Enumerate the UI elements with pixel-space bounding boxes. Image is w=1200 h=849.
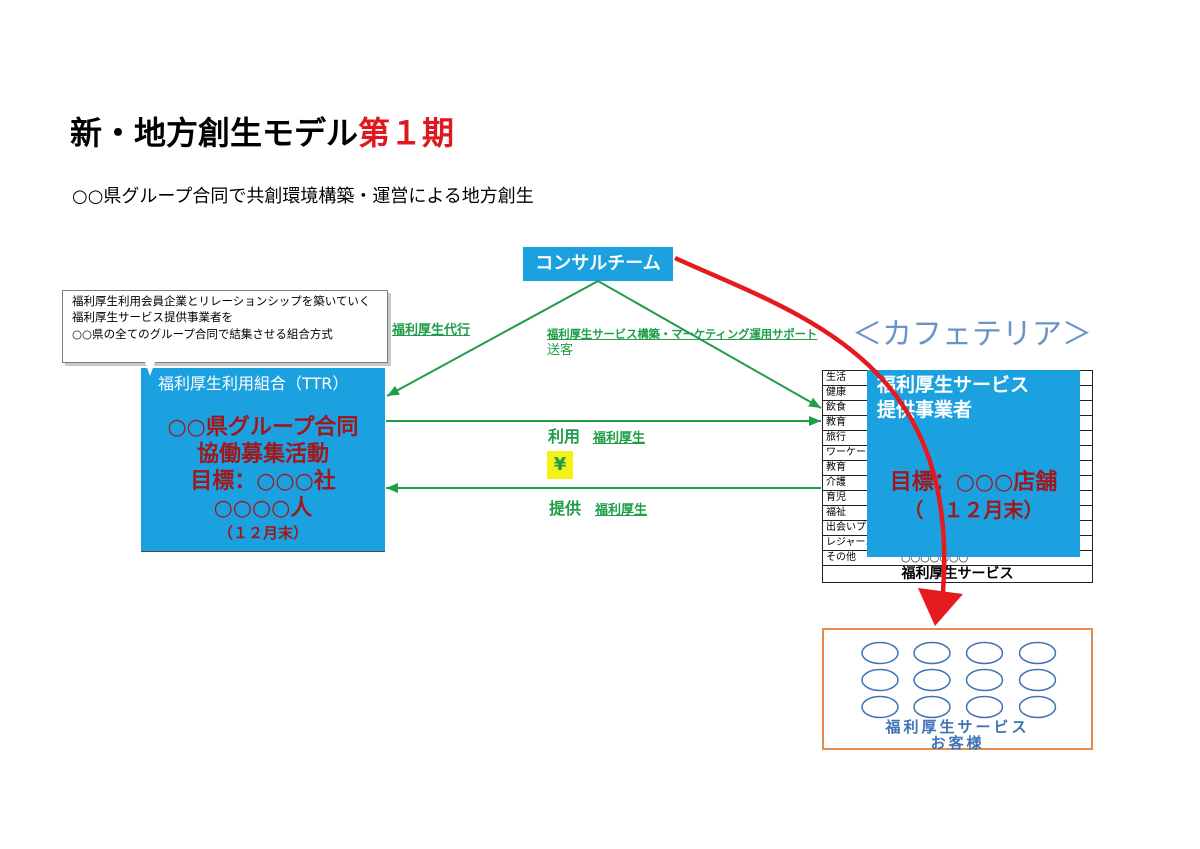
union-goal-line: 協働募集活動 — [196, 442, 329, 467]
customer-circles — [861, 641, 1057, 719]
union-goal-line: 目標：○○○社 — [190, 469, 336, 494]
title-period: 第１期 — [358, 114, 455, 152]
provide-sub-label: 福利厚生 — [595, 503, 648, 518]
customer-circle — [965, 641, 1004, 665]
category-label: 生活 — [826, 372, 846, 383]
use-label: 利用 — [548, 427, 581, 446]
customer-circle — [1018, 695, 1057, 719]
callout-line: 福利厚生サービス提供事業者を — [72, 310, 233, 324]
union-deadline: （１２月末） — [217, 524, 308, 542]
support-label: 福利厚生サービス構築・マーケティング運用サポート — [547, 328, 818, 341]
title-main: 新・地方創生モデル — [70, 114, 359, 152]
category-label: 旅行 — [826, 432, 846, 443]
category-label: レジャーエ — [826, 537, 876, 548]
yen-icon: ¥ — [547, 451, 573, 479]
table-footer: 福利厚生サービス — [901, 566, 1014, 582]
consult-team-box: コンサルチーム — [523, 247, 673, 281]
customers-box: 福利厚生サービス お客様 — [822, 628, 1093, 752]
customer-circle — [965, 695, 1004, 719]
provider-line: 福利厚生サービス — [877, 374, 1030, 396]
red-curve — [674, 255, 947, 593]
page-subtitle: ○○県グループ合同で共創環境構築・運営による地方創生 — [72, 186, 534, 207]
customer-circle — [913, 641, 951, 665]
customer-circle — [913, 668, 951, 692]
page-title: 新・地方創生モデル第１期 — [70, 111, 454, 155]
category-label: 教育 — [826, 462, 846, 473]
customer-circle — [1018, 668, 1057, 692]
union-goal-line: ○○○○人 — [213, 496, 313, 521]
provider-goal: 目標：○○○店舗 — [889, 470, 1058, 495]
union-goals: ○○県グループ合同 協働募集活動 目標：○○○社 ○○○○人 — [141, 414, 385, 522]
category-label: 介護 — [826, 477, 846, 488]
customers-line: 福利厚生サービス — [885, 718, 1030, 736]
customers-line: お客様 — [930, 734, 985, 752]
proxy-label: 福利厚生代行 — [392, 323, 471, 338]
referral-label: 送客 — [547, 343, 574, 358]
customer-circle — [861, 668, 899, 692]
category-label: 飲食 — [826, 402, 846, 413]
union-header: 福利厚生利用組合（TTR） — [158, 374, 349, 393]
customer-circle — [1018, 641, 1057, 665]
callout-line: ○○県の全てのグループ合同で結集させる組合方式 — [72, 327, 333, 341]
provider-deadline: （ １２月末） — [903, 498, 1044, 522]
customer-circle — [913, 695, 951, 719]
proxy-arrow — [386, 280, 599, 397]
category-label: 福祉 — [826, 507, 846, 518]
union-box: 福利厚生利用組合（TTR） ○○県グループ合同 協働募集活動 目標：○○○社 ○… — [141, 368, 385, 552]
provide-label: 提供 — [549, 499, 582, 518]
category-label: 育児 — [826, 492, 846, 503]
cafeteria-label: ＜カフェテリア＞ — [852, 317, 1092, 352]
red-arrowhead — [918, 588, 963, 626]
callout-line: 福利厚生利用会員企業とリレーションシップを築いていく — [72, 294, 371, 308]
callout-box: 福利厚生利用会員企業とリレーションシップを築いていく 福利厚生サービス提供事業者… — [62, 290, 388, 363]
callout-tail — [145, 362, 155, 376]
use-sub-label: 福利厚生 — [593, 431, 646, 446]
category-label: 出会いプラ — [826, 522, 876, 533]
customer-circle — [965, 668, 1004, 692]
support-arrow — [597, 280, 822, 409]
union-goal-line: ○○県グループ合同 — [167, 415, 359, 440]
category-label: その他 — [826, 552, 856, 563]
category-label: 健康 — [826, 387, 846, 398]
customer-circle — [861, 695, 899, 719]
category-label: 教育 — [826, 417, 846, 428]
provider-box: 福利厚生サービス 提供事業者 目標：○○○店舗 （ １２月末） — [867, 370, 1080, 557]
category-label: ワーケーシ — [826, 447, 876, 458]
customer-circle — [861, 641, 899, 665]
